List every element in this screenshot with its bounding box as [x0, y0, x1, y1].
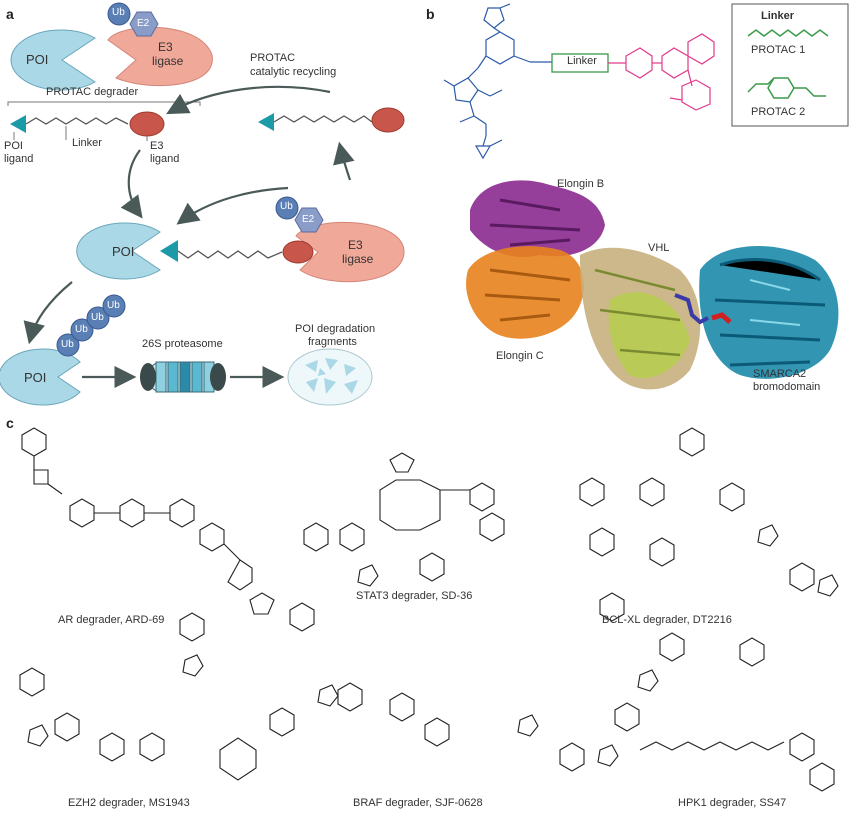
poi-ligand-triangle-right — [258, 113, 274, 131]
poi-shape-middle — [76, 222, 161, 280]
degrader-title: PROTAC degrader — [46, 86, 139, 98]
caption-dt2216: BCL-XL degrader, DT2216 — [602, 614, 732, 626]
arrow-to-ubiquitinated — [23, 281, 73, 345]
ub-label-middle: Ub — [280, 201, 293, 212]
vhl-ligand-structure — [443, 3, 531, 160]
panel-label-c: c — [6, 415, 14, 431]
caption-ss47: HPK1 degrader, SS47 — [678, 797, 787, 809]
e3-ligand-label-2: ligand — [150, 153, 180, 165]
panel-c-structures — [19, 427, 839, 792]
poi-shape-top — [10, 29, 96, 91]
proteasome-icon — [140, 361, 226, 393]
panel-label-b: b — [426, 6, 435, 22]
caption-sjf0628: BRAF degrader, SJF-0628 — [353, 797, 483, 809]
dt2216-structure — [579, 427, 839, 622]
ms1943-structure — [19, 667, 257, 781]
e2-label-middle: E2 — [302, 214, 315, 225]
protac2-label: PROTAC 2 — [751, 106, 806, 118]
elongin-c-label: Elongin C — [496, 350, 544, 362]
ub-label-bottom-2: Ub — [75, 324, 88, 335]
e3-label-top-2: ligase — [152, 54, 184, 68]
crystal-structure-image — [466, 180, 839, 390]
ard69-structure — [21, 427, 315, 677]
poi-label-bottom: POI — [24, 370, 47, 385]
caption-sd36: STAT3 degrader, SD-36 — [356, 590, 473, 602]
caption-ms1943: EZH2 degrader, MS1943 — [68, 797, 190, 809]
elongin-b-label: Elongin B — [557, 178, 605, 190]
sd36-structure — [303, 452, 505, 587]
panel-label-a: a — [6, 6, 14, 22]
linker-zigzag-middle — [177, 250, 283, 259]
ss47-structure — [614, 632, 835, 792]
e3-label-middle-2: ligase — [342, 252, 374, 266]
e3-label-middle-1: E3 — [348, 238, 363, 252]
protac1-label: PROTAC 1 — [751, 44, 806, 56]
recycling-label-2: catalytic recycling — [250, 66, 337, 78]
ub-circle-bottom-4 — [102, 294, 126, 318]
arrow-ternary-release — [176, 186, 289, 225]
vhl-label: VHL — [648, 242, 670, 254]
linker-label: Linker — [72, 137, 102, 149]
ub-label-top: Ub — [112, 7, 125, 18]
linker-zigzag-top — [25, 117, 129, 125]
protac1-linker — [747, 29, 829, 37]
e3-ligand-oval-right — [371, 107, 405, 133]
protac2-linker — [747, 77, 826, 99]
caption-ard69: AR degrader, ARD-69 — [58, 614, 165, 626]
e2-label-top: E2 — [137, 18, 150, 29]
ub-circle-middle — [275, 196, 299, 220]
linker-legend-title: Linker — [761, 10, 795, 22]
proteasome-label: 26S proteasome — [142, 338, 223, 350]
ub-circle-bottom-1 — [56, 333, 80, 357]
fragments-icon — [287, 348, 373, 406]
linker-legend-box — [731, 3, 849, 127]
e3-ligand-oval-middle — [282, 240, 314, 264]
arrow-degrader-to-ternary — [120, 149, 143, 219]
poi-ligand-triangle-top — [10, 115, 26, 133]
recycling-label-1: PROTAC — [250, 52, 296, 64]
poi-ligand-triangle-middle — [160, 240, 178, 262]
panel-b-diagram — [443, 3, 849, 390]
e3-ligase-shape-middle — [295, 221, 405, 283]
arrow-recycle-right — [333, 141, 355, 181]
poi-label-middle: POI — [112, 244, 135, 259]
ub-label-bottom-3: Ub — [91, 312, 104, 323]
fragments-label-2: fragments — [308, 336, 357, 348]
ub-label-bottom-4: Ub — [107, 300, 120, 311]
sjf0628-structure — [269, 682, 619, 772]
linker-zigzag-right — [273, 115, 373, 123]
e3-label-top-1: E3 — [158, 40, 173, 54]
fragments-label-1: POI degradation — [295, 323, 376, 335]
poi-ligand-structure — [625, 33, 715, 111]
ub-circle-bottom-3 — [86, 306, 110, 330]
linker-box-label: Linker — [567, 55, 597, 67]
smarca2-label-1: SMARCA2 — [753, 368, 807, 380]
panel-a-diagram — [0, 2, 405, 406]
poi-shape-bottom — [0, 348, 81, 406]
arrow-recycle-top — [166, 85, 331, 115]
e3-ligand-label-1: E3 — [150, 140, 164, 152]
smarca2-label-2: bromodomain — [753, 381, 821, 393]
e3-ligand-oval-top — [129, 111, 165, 137]
ub-circle-bottom-2 — [70, 318, 94, 342]
poi-label-top: POI — [26, 52, 49, 67]
e2-hexagon-top — [129, 11, 159, 37]
poi-ligand-label-2: ligand — [4, 153, 34, 165]
ub-label-bottom-1: Ub — [61, 339, 74, 350]
ub-circle-top — [107, 2, 131, 26]
e2-hexagon-middle — [294, 207, 324, 233]
poi-ligand-label-1: POI — [4, 140, 23, 152]
